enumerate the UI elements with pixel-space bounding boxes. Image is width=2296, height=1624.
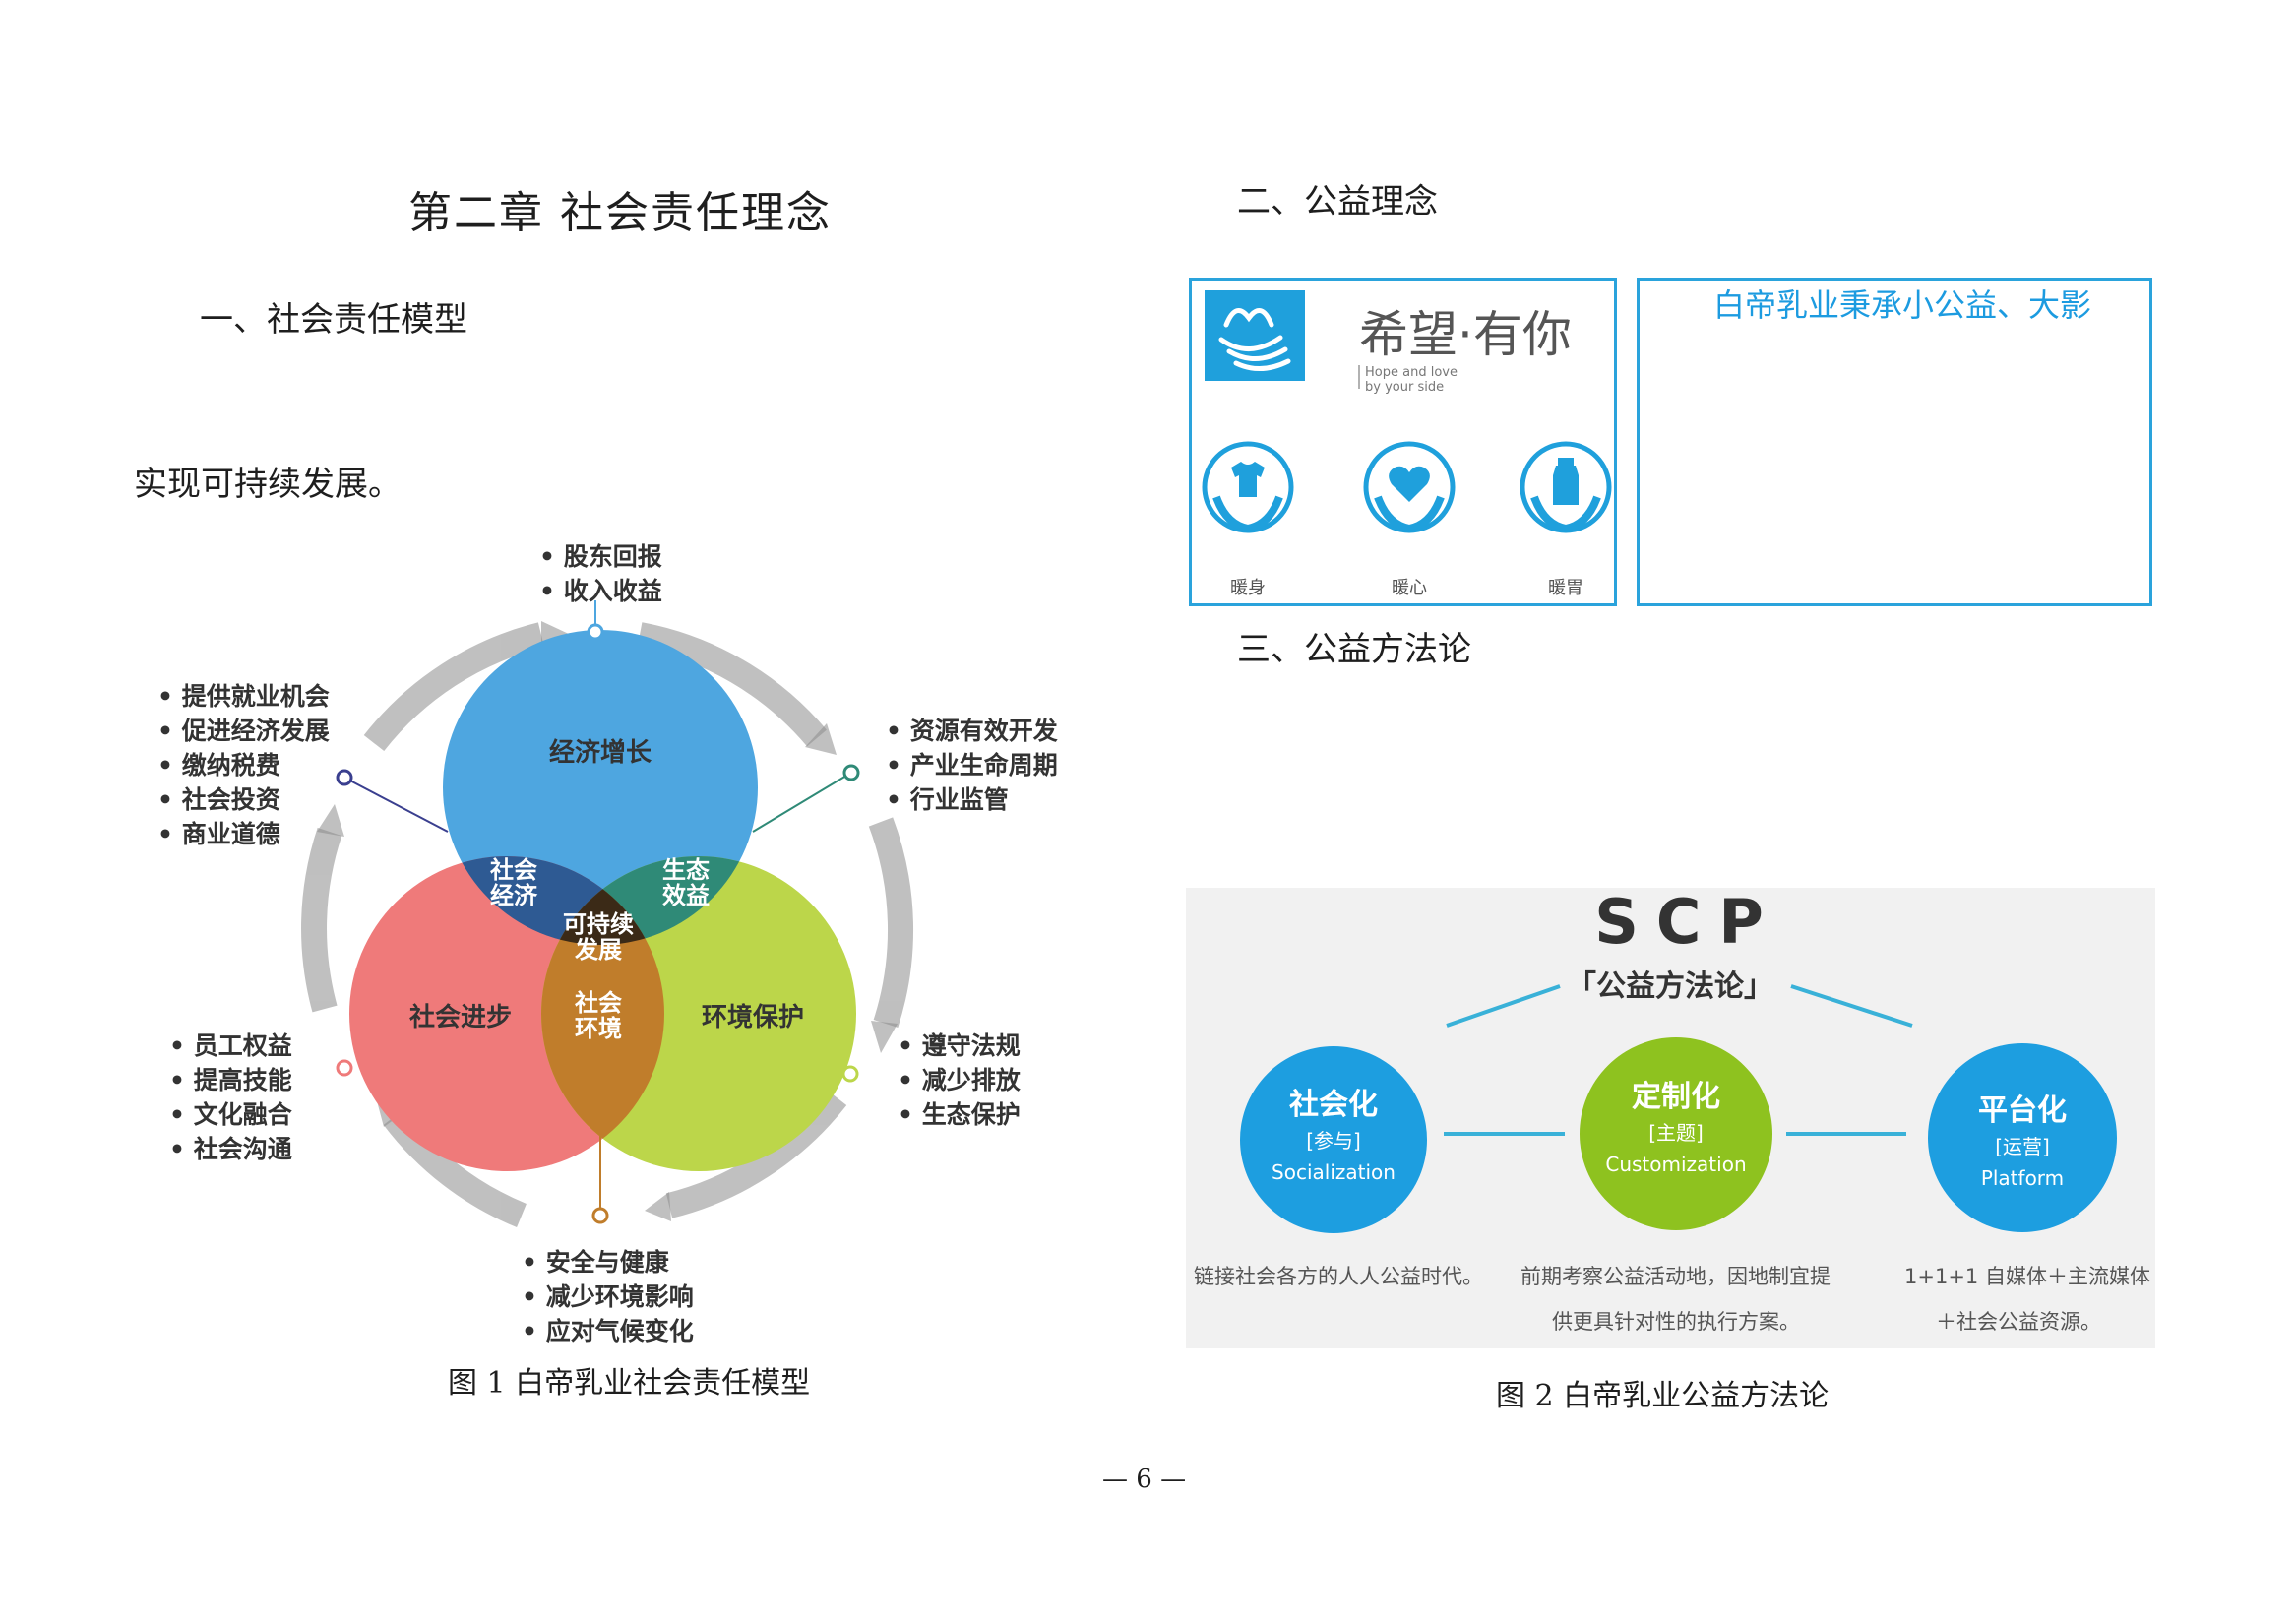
arrow-head-3	[871, 1021, 898, 1053]
icon-label-2: 暖心	[1392, 578, 1427, 598]
hope-logo-graphic: 希望·有你 Hope and love by your side 暖身 暖心 暖…	[1202, 290, 1612, 598]
platform-en: Platform	[1981, 1166, 2064, 1190]
responsibility-model-diagram: 经济增长 社会进步 环境保护 社会 经济 生态 效益 社会 环境 可持续 发展	[301, 600, 914, 1228]
label-economy: 经济增长	[549, 737, 652, 768]
bullets-bottom: 安全与健康 减少环境影响 应对气候变化	[522, 1245, 694, 1348]
list-item: 收入收益	[539, 574, 662, 608]
label-social-env-2: 环境	[575, 1015, 622, 1042]
desc-platform-1: 1+1+1 自媒体＋主流媒体	[1904, 1265, 2150, 1288]
scp-subtitle: 「公益方法论」	[1567, 969, 1773, 1004]
list-item: 员工权益	[169, 1029, 292, 1063]
bullets-top: 股东回报 收入收益	[539, 539, 662, 608]
list-item: 减少环境影响	[522, 1280, 694, 1314]
section-heading-model: 一、社会责任模型	[200, 300, 467, 340]
paragraph-text: 实现可持续发展。	[134, 465, 402, 504]
bullets-left-upper: 提供就业机会 促进经济发展 缴纳税费 社会投资 商业道德	[157, 679, 330, 851]
bottle-in-hands-icon	[1520, 441, 1612, 533]
figure2-caption: 图 2 白帝乳业公益方法论	[1496, 1379, 1830, 1413]
figure1-caption: 图 1 白帝乳业社会责任模型	[448, 1366, 811, 1401]
list-item: 商业道德	[157, 817, 330, 851]
customization-en: Customization	[1605, 1153, 1746, 1176]
list-item: 减少排放	[898, 1063, 1021, 1097]
label-society: 社会进步	[409, 1002, 512, 1032]
label-center-2: 发展	[574, 936, 622, 964]
icon-label-3: 暖胃	[1548, 578, 1583, 598]
scp-title: SCP	[1594, 888, 1781, 958]
arrow-arc-left	[301, 827, 342, 1013]
label-ecology-2: 效益	[662, 882, 710, 909]
icon-label-1: 暖身	[1230, 578, 1266, 598]
list-item: 文化融合	[169, 1097, 292, 1132]
list-item: 促进经济发展	[157, 714, 330, 748]
arrow-head-2	[805, 723, 837, 755]
circle-socialization	[1240, 1046, 1427, 1233]
socialization-name: 社会化	[1289, 1088, 1378, 1122]
list-item: 提高技能	[169, 1063, 292, 1097]
pin-bottom	[591, 1207, 609, 1224]
socialization-en: Socialization	[1272, 1160, 1396, 1184]
bullets-left-lower: 员工权益 提高技能 文化融合 社会沟通	[169, 1029, 292, 1166]
desc-customization-1: 前期考察公益活动地，因地制宜提	[1520, 1265, 1831, 1288]
overlap-center	[541, 856, 664, 945]
bullets-right-lower: 遵守法规 减少排放 生态保护	[898, 1029, 1021, 1132]
platform-name: 平台化	[1978, 1093, 2067, 1128]
pin-left-upper	[336, 769, 353, 786]
arrow-arc-right	[868, 817, 914, 1028]
list-item: 遵守法规	[898, 1029, 1021, 1063]
philosophy-text-box: 白帝乳业秉承小公益、大影	[1637, 278, 2152, 606]
chapter-title: 第二章 社会责任理念	[408, 188, 832, 238]
arrow-head-4	[645, 1192, 671, 1221]
arrow-arc-top-left	[363, 622, 545, 752]
section-heading-philosophy: 二、公益理念	[1237, 182, 1438, 221]
label-ecology-1: 生态	[662, 856, 710, 884]
label-social-economy-2: 经济	[490, 882, 538, 909]
hope-logo-square	[1205, 290, 1305, 381]
tshirt-in-hands-icon	[1202, 441, 1294, 533]
list-item: 社会沟通	[169, 1132, 292, 1166]
pin-right-upper	[842, 764, 860, 781]
philosophy-link-text[interactable]: 白帝乳业秉承小公益、大影	[1713, 286, 2092, 324]
list-item: 缴纳税费	[157, 748, 330, 782]
hope-logo-panel: 希望·有你 Hope and love by your side 暖身 暖心 暖…	[1189, 278, 1617, 606]
list-item: 股东回报	[539, 539, 662, 574]
label-environment: 环境保护	[702, 1002, 804, 1032]
list-item: 产业生命周期	[886, 748, 1058, 782]
pin-top	[587, 623, 604, 641]
customization-name: 定制化	[1632, 1080, 1720, 1114]
arrow-arc-bottom-right	[665, 1089, 847, 1218]
desc-socialization-1: 链接社会各方的人人公益时代。	[1194, 1265, 1483, 1288]
desc-customization-2: 供更具针对性的执行方案。	[1552, 1310, 1800, 1334]
list-item: 应对气候变化	[522, 1314, 694, 1348]
list-item: 行业监管	[886, 782, 1058, 817]
list-item: 提供就业机会	[157, 679, 330, 714]
scp-methodology-panel: SCP 「公益方法论」 社会化 [参与] Socialization 定制化 […	[1186, 886, 2155, 1348]
arrow-arc-top-right	[637, 622, 827, 747]
socialization-tag: [参与]	[1306, 1129, 1361, 1153]
scp-diagram: SCP 「公益方法论」 社会化 [参与] Socialization 定制化 […	[1194, 886, 2150, 1334]
desc-platform-2: ＋社会公益资源。	[1936, 1310, 2101, 1334]
brand-name: 希望·有你	[1359, 306, 1572, 363]
circle-customization	[1580, 1037, 1772, 1230]
list-item: 生态保护	[898, 1097, 1021, 1132]
platform-tag: [运营]	[1995, 1135, 2050, 1158]
section-heading-methodology: 三、公益方法论	[1237, 630, 1471, 669]
tagline-line1: Hope and love	[1365, 365, 1458, 380]
list-item: 资源有效开发	[886, 714, 1058, 748]
circle-platform	[1928, 1043, 2117, 1232]
pin-right-lower	[841, 1065, 859, 1083]
bullets-right-upper: 资源有效开发 产业生命周期 行业监管	[886, 714, 1058, 817]
label-social-economy-1: 社会	[490, 856, 537, 884]
page-number: — 6 —	[1102, 1465, 1187, 1494]
customization-tag: [主题]	[1648, 1121, 1704, 1145]
label-social-env-1: 社会	[575, 989, 622, 1017]
pin-left-lower	[336, 1059, 353, 1077]
label-center-1: 可持续	[563, 910, 634, 938]
list-item: 安全与健康	[522, 1245, 694, 1280]
list-item: 社会投资	[157, 782, 330, 817]
heart-in-hands-icon	[1363, 441, 1456, 533]
tagline-line2: by your side	[1365, 380, 1444, 395]
